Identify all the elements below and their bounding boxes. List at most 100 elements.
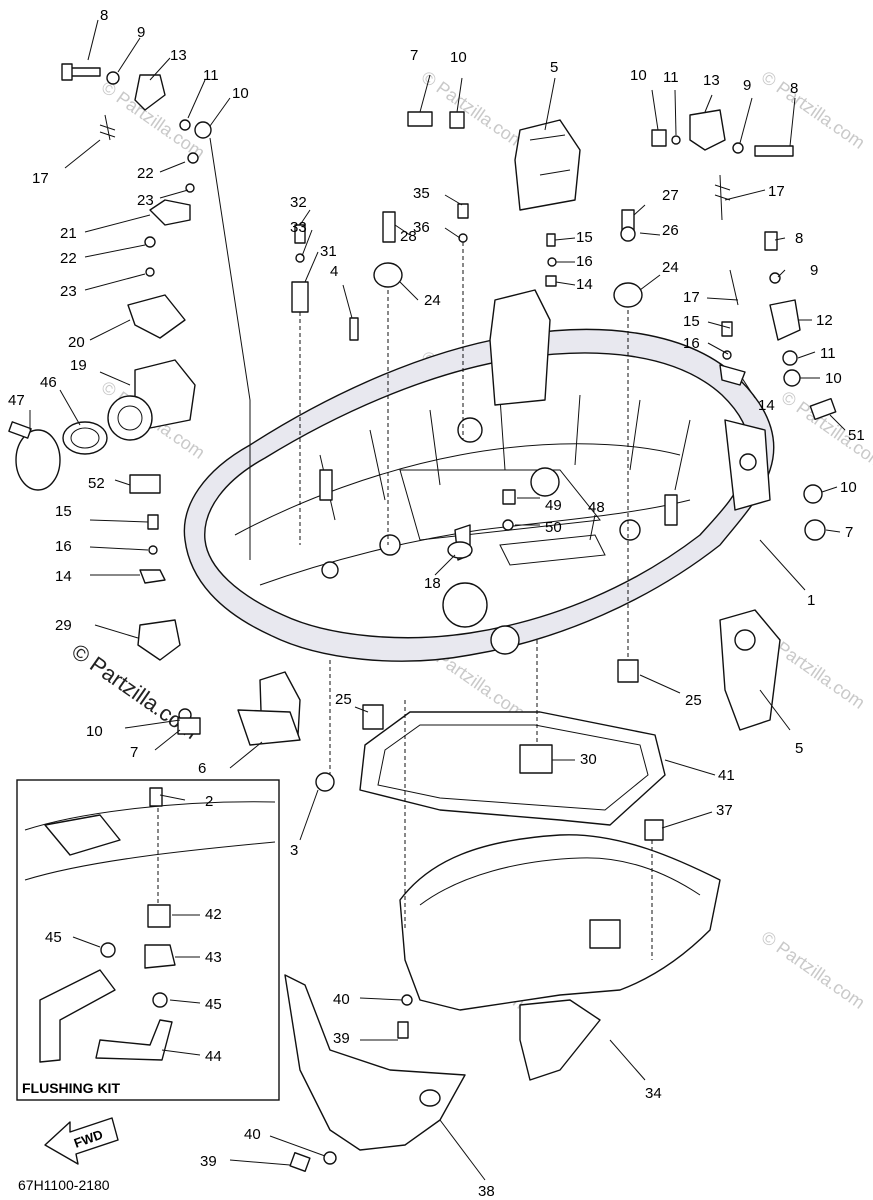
callout-36: 36 <box>413 219 430 236</box>
callout-40: 40 <box>244 1126 261 1143</box>
callout-3: 3 <box>290 842 298 859</box>
lower-left-hardware <box>177 659 639 792</box>
callout-11: 11 <box>203 67 219 84</box>
callout-7: 7 <box>130 744 138 761</box>
callout-35: 35 <box>413 185 430 202</box>
callout-37: 37 <box>716 802 733 819</box>
callout-24: 24 <box>424 292 441 309</box>
watermark: © Partzilla.com <box>758 67 869 153</box>
callout-13: 13 <box>703 72 720 89</box>
bracket-5 <box>489 77 581 406</box>
callouts: 8 9 13 11 10 17 22 23 21 22 23 20 19 46 … <box>8 7 865 1200</box>
callout-2: 2 <box>205 793 213 810</box>
callout-18: 18 <box>424 575 441 592</box>
callout-10: 10 <box>450 49 467 66</box>
callout-27: 27 <box>662 187 679 204</box>
bottom-cowling <box>183 328 775 662</box>
callout-52: 52 <box>88 475 105 492</box>
callout-13: 13 <box>170 47 187 64</box>
callout-41: 41 <box>718 767 735 784</box>
callout-29: 29 <box>55 617 72 634</box>
callout-43: 43 <box>205 949 222 966</box>
fwd-arrow: FWD <box>44 1117 119 1165</box>
callout-9: 9 <box>810 262 818 279</box>
callout-8: 8 <box>100 7 108 24</box>
callout-16: 16 <box>55 538 72 555</box>
callout-10: 10 <box>86 723 103 740</box>
callout-25: 25 <box>335 691 352 708</box>
callout-47: 47 <box>8 392 25 409</box>
callout-8: 8 <box>795 230 803 247</box>
callout-51: 51 <box>848 427 865 444</box>
callout-42: 42 <box>205 906 222 923</box>
center-lower-hardware <box>447 489 606 566</box>
callout-17: 17 <box>683 289 700 306</box>
callout-32: 32 <box>290 194 307 211</box>
callout-17: 17 <box>32 170 49 187</box>
callout-10: 10 <box>232 85 249 102</box>
watermark: © Partzilla.com <box>758 927 869 1013</box>
callout-9: 9 <box>743 77 751 94</box>
callout-45: 45 <box>205 996 222 1013</box>
callout-14: 14 <box>758 397 775 414</box>
callout-49: 49 <box>545 497 562 514</box>
callout-15: 15 <box>683 313 700 330</box>
callout-21: 21 <box>60 225 77 242</box>
callout-39: 39 <box>333 1030 350 1047</box>
lower-cowling-34 <box>399 834 721 1081</box>
callout-11: 11 <box>663 69 679 86</box>
leader-lines <box>29 19 846 1181</box>
callout-6: 6 <box>198 760 206 777</box>
callout-25: 25 <box>685 692 702 709</box>
callout-30: 30 <box>580 751 597 768</box>
callout-50: 50 <box>545 519 562 536</box>
callout-28: 28 <box>400 228 417 245</box>
callout-44: 44 <box>205 1048 222 1065</box>
callout-15: 15 <box>576 229 593 246</box>
callout-4: 4 <box>330 263 338 280</box>
callout-45: 45 <box>45 929 62 946</box>
callout-12: 12 <box>816 312 833 329</box>
callout-31: 31 <box>320 243 337 260</box>
callout-7: 7 <box>410 47 418 64</box>
callout-17: 17 <box>768 183 785 200</box>
callout-23: 23 <box>60 283 77 300</box>
callout-38: 38 <box>478 1183 495 1200</box>
flushing-kit-title: FLUSHING KIT <box>22 1080 120 1096</box>
diagram-code: 67H1100-2180 <box>18 1177 110 1193</box>
callout-23: 23 <box>137 192 154 209</box>
callout-24: 24 <box>662 259 679 276</box>
callout-10: 10 <box>630 67 647 84</box>
callout-33: 33 <box>290 219 307 236</box>
callout-5: 5 <box>550 59 558 76</box>
callout-22: 22 <box>60 250 77 267</box>
callout-46: 46 <box>40 374 57 391</box>
callout-15: 15 <box>55 503 72 520</box>
seal-41 <box>359 711 666 841</box>
callout-16: 16 <box>683 335 700 352</box>
callout-10: 10 <box>840 479 857 496</box>
callout-34: 34 <box>645 1085 662 1102</box>
left-top-hardware <box>8 63 212 661</box>
flushing-kit-inset: FLUSHING KIT <box>16 779 280 1101</box>
center-top-hardware <box>291 109 837 541</box>
callout-19: 19 <box>70 357 87 374</box>
bracket-5-side <box>719 609 781 731</box>
callout-10: 10 <box>825 370 842 387</box>
callout-1: 1 <box>807 592 815 609</box>
callout-5: 5 <box>795 740 803 757</box>
callout-11: 11 <box>820 345 836 362</box>
callout-39: 39 <box>200 1153 217 1170</box>
watermark: © Partzilla.com <box>418 67 529 153</box>
callout-7: 7 <box>845 524 853 541</box>
callout-8: 8 <box>790 80 798 97</box>
callout-16: 16 <box>576 253 593 270</box>
callout-22: 22 <box>137 165 154 182</box>
callout-9: 9 <box>137 24 145 41</box>
callout-48: 48 <box>588 499 605 516</box>
callout-40: 40 <box>333 991 350 1008</box>
callout-26: 26 <box>662 222 679 239</box>
callout-14: 14 <box>55 568 72 585</box>
callout-14: 14 <box>576 276 593 293</box>
